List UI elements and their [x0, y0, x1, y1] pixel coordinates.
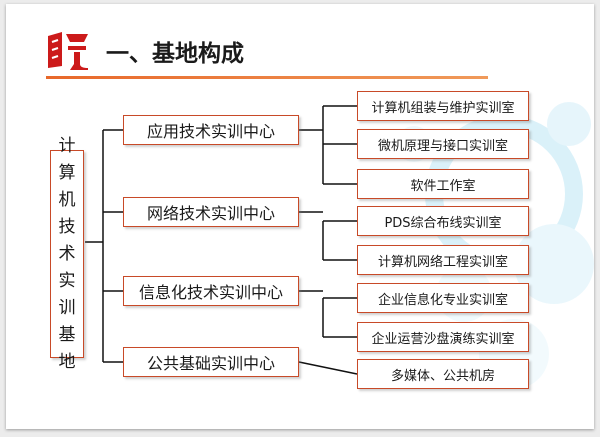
lab-node: 计算机组装与维护实训室 [357, 91, 529, 121]
logo-icon [48, 32, 88, 70]
root-char: 技 [58, 216, 76, 237]
root-char: 基 [58, 324, 76, 345]
center-node-informatization: 信息化技术实训中心 [123, 276, 299, 306]
lab-node: 多媒体、公共机房 [357, 359, 529, 389]
lab-node: PDS综合布线实训室 [357, 206, 529, 236]
center-node-network: 网络技术实训中心 [123, 197, 299, 227]
root-char: 术 [58, 243, 76, 264]
root-char: 计 [58, 135, 76, 156]
lab-node: 计算机网络工程实训室 [357, 245, 529, 275]
lab-node: 企业信息化专业实训室 [357, 283, 529, 313]
root-char: 算 [58, 162, 76, 183]
title-underline [46, 76, 488, 79]
connector-lines [85, 105, 358, 375]
root-char: 机 [58, 189, 76, 210]
root-char: 地 [58, 351, 76, 372]
slide: 一、基地构成 计 算 机 技 [6, 4, 594, 429]
center-node-application: 应用技术实训中心 [123, 115, 299, 145]
lab-node: 软件工作室 [357, 169, 529, 199]
lab-node: 微机原理与接口实训室 [357, 129, 529, 159]
root-char: 实 [58, 270, 76, 291]
lab-node: 企业运营沙盘演练实训室 [357, 322, 529, 352]
root-char: 训 [58, 297, 76, 318]
root-node: 计 算 机 技 术 实 训 基 地 [50, 136, 84, 372]
center-node-public: 公共基础实训中心 [123, 347, 299, 377]
page-title: 一、基地构成 [106, 41, 244, 67]
